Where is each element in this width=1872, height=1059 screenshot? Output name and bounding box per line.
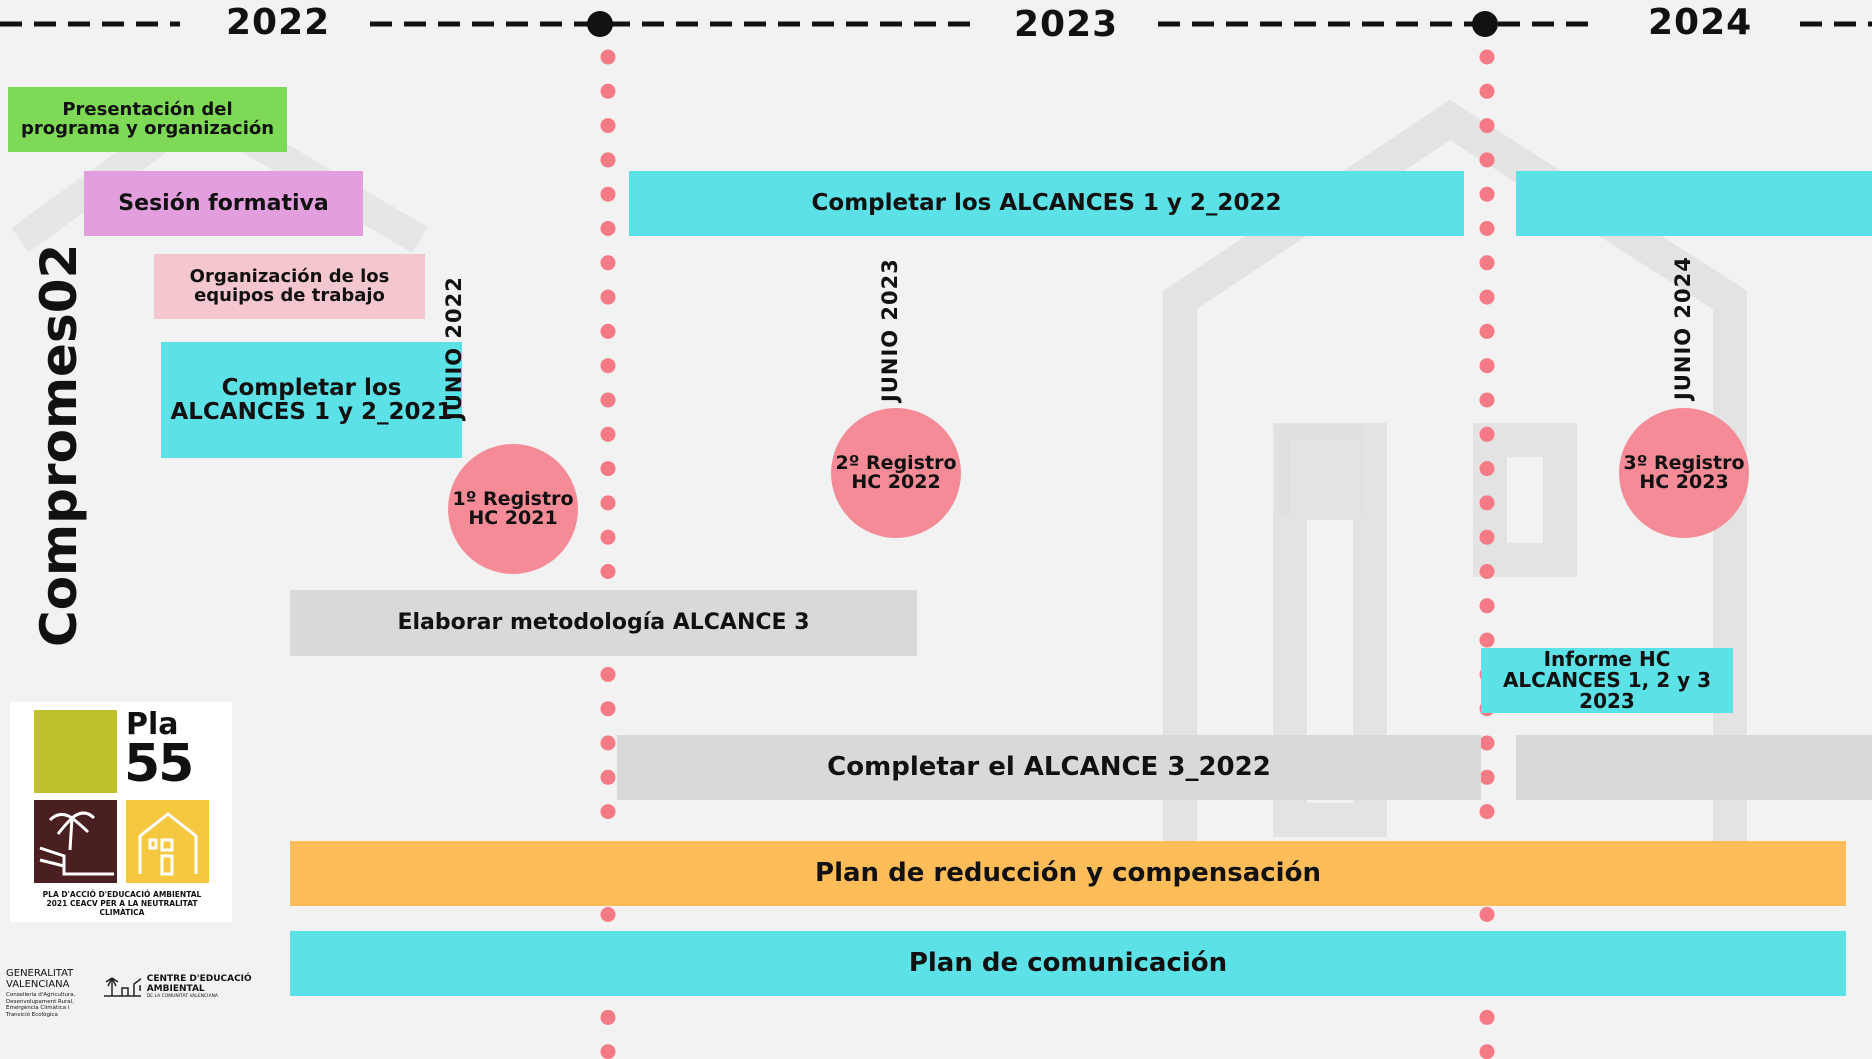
milestone-date-2022: JUNIO 2022: [442, 276, 466, 420]
task-alcances-2021: Completar los ALCANCES 1 y 2_2021: [161, 342, 462, 458]
divider-dot: [1479, 735, 1495, 751]
divider-dot: [600, 358, 616, 374]
divider-dot: [600, 666, 616, 682]
divider-dot: [1479, 1009, 1495, 1025]
divider-dot: [1479, 186, 1495, 202]
task-metodologia-alcance3: Elaborar metodología ALCANCE 3: [290, 590, 917, 656]
ceacv-name: CENTRE D'EDUCACIÓ AMBIENTAL: [146, 974, 252, 994]
divider-dot: [600, 221, 616, 236]
divider-dot: [600, 118, 616, 134]
divider-dot: [1479, 598, 1495, 614]
divider-dot: [1479, 289, 1495, 305]
brand-title: Compromes02: [30, 243, 88, 647]
divider-dot: [600, 461, 616, 477]
divider-dot: [600, 83, 616, 99]
divider-dot: [600, 392, 616, 408]
house-icon: [138, 812, 198, 876]
divider-dot: [1479, 769, 1495, 785]
task-alcance3-2022-continued: [1516, 735, 1872, 800]
divider-dot: [600, 426, 616, 442]
divider-dot: [1479, 495, 1495, 511]
logo-house-square: [126, 800, 209, 883]
task-informe-hc: Informe HC ALCANCES 1, 2 y 3 2023: [1481, 648, 1733, 713]
year-label-2022: 2022: [226, 2, 331, 43]
divider-dot: [1479, 221, 1495, 236]
milestone-registro-2: 2º Registro HC 2022: [831, 408, 961, 538]
ceacv-icon: [104, 977, 141, 997]
divider-dot: [600, 152, 616, 168]
divider-dot: [1479, 564, 1495, 579]
divider-dot: [600, 186, 616, 202]
task-presentacion: Presentación del programa y organización: [8, 87, 287, 152]
divider-dot: [600, 907, 616, 922]
divider-dot: [1479, 907, 1495, 922]
divider-dots: [600, 49, 1495, 1059]
divider-dot: [600, 769, 616, 785]
divider-dot: [600, 289, 616, 305]
task-alcances-2022: Completar los ALCANCES 1 y 2_2022: [629, 171, 1464, 236]
divider-dot: [1479, 83, 1495, 99]
divider-dot: [1479, 804, 1495, 820]
logo-pla-text: Pla: [126, 707, 179, 742]
milestone-1-line2: HC 2021: [468, 507, 558, 529]
divider-dot: [1479, 49, 1495, 65]
milestone-date-2024: JUNIO 2024: [1671, 256, 1695, 400]
divider-dot: [600, 255, 616, 271]
gva-logo: GENERALITAT VALENCIANA Conselleria d'Agr…: [0, 968, 95, 1018]
task-plan-reduccion: Plan de reducción y compensación: [290, 841, 1846, 906]
divider-dot: [1479, 358, 1495, 374]
milestone-2-line2: HC 2022: [851, 471, 941, 493]
divider-dot: [1479, 392, 1495, 408]
palm-house-icon: [39, 811, 114, 876]
divider-dot: [600, 804, 616, 820]
logo-palm-square: [34, 800, 117, 883]
milestone-1-line1: 1º Registro: [452, 487, 574, 510]
divider-dot: [600, 564, 616, 579]
year-label-2024: 2024: [1648, 2, 1753, 43]
divider-dot: [1479, 118, 1495, 134]
divider-dot: [600, 323, 616, 339]
divider-dot: [600, 49, 616, 65]
milestone-2-line1: 2º Registro: [835, 451, 957, 474]
divider-dot: [600, 495, 616, 511]
gva-dept: Conselleria d'Agricultura, Desenvolupame…: [6, 992, 76, 1018]
logo-number: 55: [124, 734, 194, 794]
milestone-date-2023: JUNIO 2023: [878, 258, 902, 402]
ceacv-sub: DE LA COMUNITAT VALENCIANA: [146, 994, 219, 999]
divider-dot: [1479, 323, 1495, 339]
divider-dot: [600, 1009, 616, 1025]
gva-name: GENERALITAT VALENCIANA: [6, 968, 74, 990]
logo-olive-square: [34, 710, 117, 793]
milestone-registro-1: 1º Registro HC 2021: [448, 444, 578, 574]
milestone-registro-3: 3º Registro HC 2023: [1619, 408, 1749, 538]
ceacv-logo: CENTRE D'EDUCACIÓ AMBIENTAL DE LA COMUNI…: [104, 974, 264, 1000]
divider-dot: [1479, 529, 1495, 545]
divider-dot: [1479, 426, 1495, 442]
timeline-node-2023: [1472, 11, 1498, 37]
divider-dot: [1479, 632, 1495, 648]
task-alcance3-2022: Completar el ALCANCE 3_2022: [617, 735, 1481, 800]
divider-dot: [1479, 1044, 1495, 1059]
task-organizacion-equipos: Organización de los equipos de trabajo: [154, 254, 425, 319]
logo-caption: PLA D'ACCIÓ D'EDUCACIÓ AMBIENTAL 2021 CE…: [42, 890, 202, 917]
milestone-3-line1: 3º Registro: [1623, 451, 1745, 474]
year-label-2023: 2023: [1014, 4, 1119, 45]
divider-dot: [1479, 255, 1495, 271]
milestone-3-line2: HC 2023: [1639, 471, 1729, 493]
timeline-node-2022: [587, 11, 613, 37]
divider-dot: [600, 701, 616, 717]
task-plan-comunicacion: Plan de comunicación: [290, 931, 1846, 996]
divider-dot: [1479, 152, 1495, 168]
divider-dot: [600, 735, 616, 751]
divider-dot: [600, 1044, 616, 1059]
divider-dot: [1479, 461, 1495, 477]
house-window: [1290, 440, 1360, 520]
task-sesion-formativa: Sesión formativa: [84, 171, 363, 236]
divider-dot: [600, 529, 616, 545]
pla55-logo: Pla 55 PLA D'ACCIÓ D'EDUCACIÓ AMBIENTAL …: [10, 702, 232, 922]
task-alcances-2022-continued: [1516, 171, 1872, 236]
